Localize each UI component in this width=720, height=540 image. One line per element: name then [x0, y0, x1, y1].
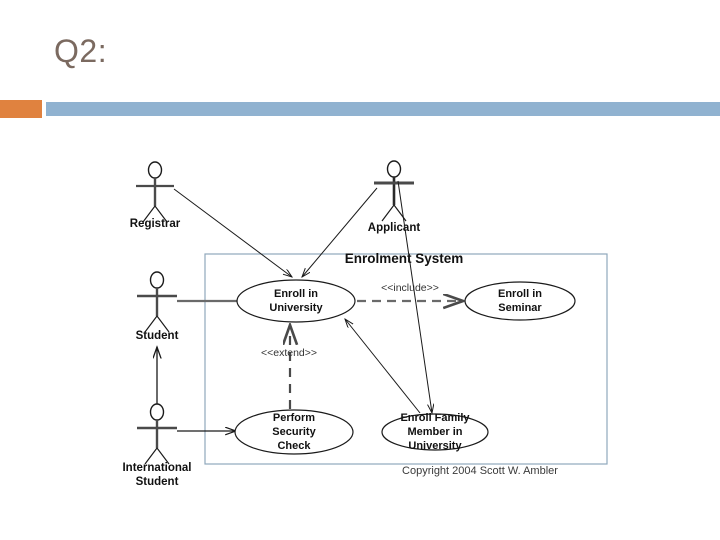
actor-leg-left-line [144, 447, 158, 465]
stereotype-label-extend: <<extend>> [261, 347, 317, 359]
use-case-enroll-family-member[interactable]: Enroll Family Member in University [381, 412, 489, 452]
use-case-label-line3: Check [277, 440, 311, 452]
actor-international-student[interactable]: International Student [122, 403, 192, 488]
actor-applicant[interactable]: Applicant [368, 160, 421, 234]
actor-head-icon [149, 403, 165, 421]
actor-leg-left-line [142, 205, 156, 223]
copyright-label: Copyright 2004 Scott W. Ambler [402, 465, 558, 477]
use-case-label-line1: Enroll Family [400, 412, 470, 424]
actor-head-icon [386, 160, 402, 178]
relationship-assoc-registrar-enrolluniversity [173, 188, 292, 277]
use-case-label-line2: Seminar [498, 302, 542, 314]
page-title: Q2: [54, 33, 108, 69]
system-boundary-label: Enrolment System [345, 251, 464, 266]
stereotype-label-include: <<include>> [381, 282, 439, 294]
actor-label-applicant: Applicant [368, 222, 421, 234]
use-case-label-line1: Enroll in [274, 288, 318, 300]
system-boundary-box [204, 253, 608, 465]
use-case-label-line2: Security [272, 426, 316, 438]
actor-label-international-student-line2: Student [136, 476, 179, 488]
use-case-label-line2: Member in [407, 426, 462, 438]
actor-registrar[interactable]: Registrar [130, 161, 181, 230]
actor-leg-right-line [393, 204, 407, 222]
actor-label-international-student-line1: International [122, 462, 191, 474]
use-case-label-line1: Perform [273, 412, 315, 424]
use-case-enroll-in-seminar[interactable]: Enroll in Seminar [464, 281, 576, 321]
use-case-ellipse [236, 279, 356, 323]
actor-head-icon [149, 271, 165, 289]
actor-leg-left-line [144, 315, 158, 333]
use-case-label-line3: University [408, 440, 462, 452]
actor-head-icon [147, 161, 163, 179]
use-case-enroll-in-university[interactable]: Enroll in University [236, 279, 356, 323]
actor-leg-right-line [156, 447, 170, 465]
relationship-extend-familymember-enrolluniversity [345, 319, 421, 414]
use-case-perform-security-check[interactable]: Perform Security Check [234, 409, 354, 455]
actor-student[interactable]: Student [136, 271, 179, 342]
accent-bar-blue [46, 102, 720, 116]
actor-label-registrar: Registrar [130, 218, 181, 230]
relationship-assoc-applicant-familymember [397, 180, 432, 413]
use-case-diagram: Enrolment System Registrar Applicant [0, 125, 720, 505]
actor-leg-right-line [154, 205, 168, 223]
actor-leg-right-line [156, 315, 170, 333]
accent-bar-orange [0, 100, 42, 118]
actor-leg-left-line [381, 204, 395, 222]
use-case-label-line1: Enroll in [498, 288, 542, 300]
relationship-assoc-applicant-enrolluniversity [302, 187, 378, 277]
use-case-label-line2: University [269, 302, 323, 314]
actor-label-student: Student [136, 330, 179, 342]
use-case-ellipse [381, 413, 489, 451]
use-case-ellipse [234, 409, 354, 455]
